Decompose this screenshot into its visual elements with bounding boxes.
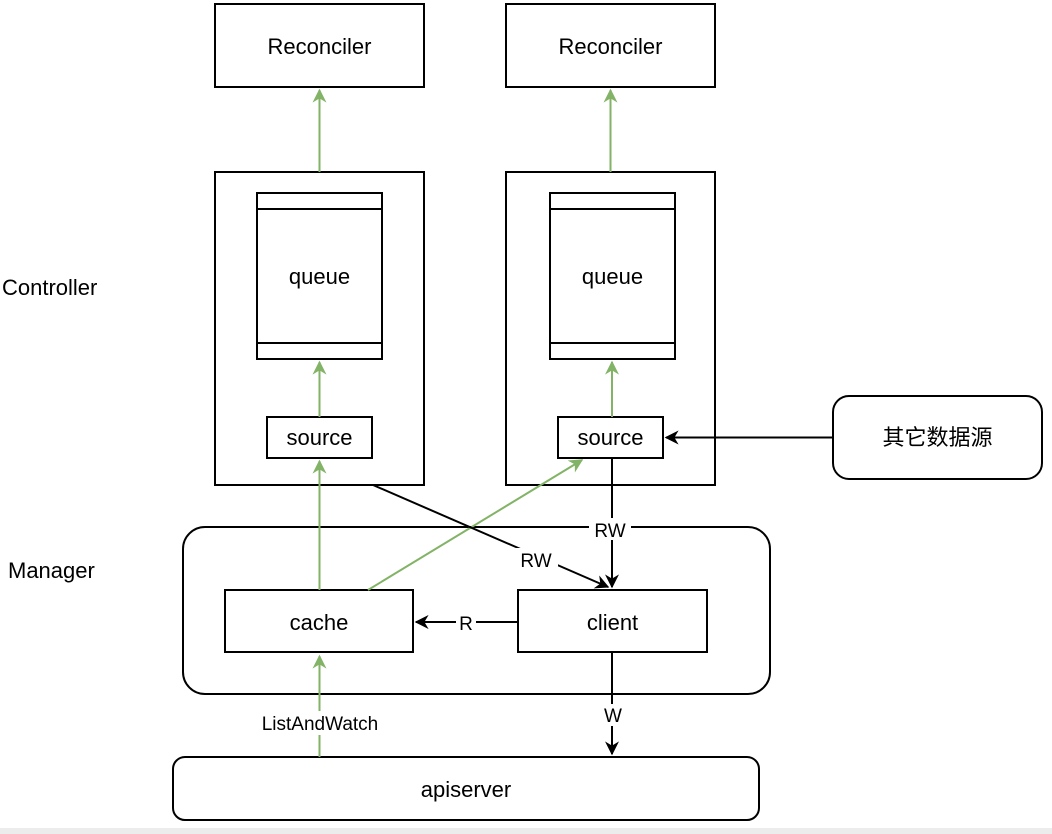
edge-label-rw-source2: RW — [594, 521, 625, 542]
apiserver-node[interactable]: apiserver — [172, 756, 760, 821]
edge-label-w: W — [604, 706, 622, 727]
cache-node[interactable]: cache — [224, 589, 414, 653]
reconciler-2-node[interactable]: Reconciler — [505, 3, 716, 88]
edge-controller1-to-client — [372, 484, 610, 589]
reconciler-1-node[interactable]: Reconciler — [214, 3, 425, 88]
other-data-sources-label: 其它数据源 — [882, 425, 992, 450]
queue-2-node[interactable]: queue — [549, 192, 676, 360]
source-2-node[interactable]: source — [557, 416, 664, 459]
edge-cache-to-source2 — [367, 459, 584, 591]
controller-section-label: Controller — [2, 275, 97, 300]
other-data-sources-node[interactable]: 其它数据源 — [832, 395, 1043, 480]
source-1-label: source — [286, 425, 352, 450]
reconciler-2-label: Reconciler — [559, 34, 663, 59]
queue-1-node[interactable]: queue — [256, 192, 383, 360]
edge-label-rw-controller1: RW — [520, 551, 551, 572]
apiserver-label: apiserver — [421, 777, 511, 802]
source-2-label: source — [577, 425, 643, 450]
manager-section-label: Manager — [8, 558, 95, 583]
queue-1-label: queue — [289, 264, 350, 289]
bottom-scroll-strip — [0, 828, 1052, 834]
source-1-node[interactable]: source — [266, 416, 373, 459]
queue-2-label: queue — [582, 264, 643, 289]
cache-label: cache — [290, 610, 349, 635]
edge-label-r: R — [459, 614, 473, 635]
client-node[interactable]: client — [517, 589, 708, 653]
reconciler-1-label: Reconciler — [268, 34, 372, 59]
edge-label-list-and-watch: ListAndWatch — [262, 714, 379, 735]
client-label: client — [587, 610, 638, 635]
